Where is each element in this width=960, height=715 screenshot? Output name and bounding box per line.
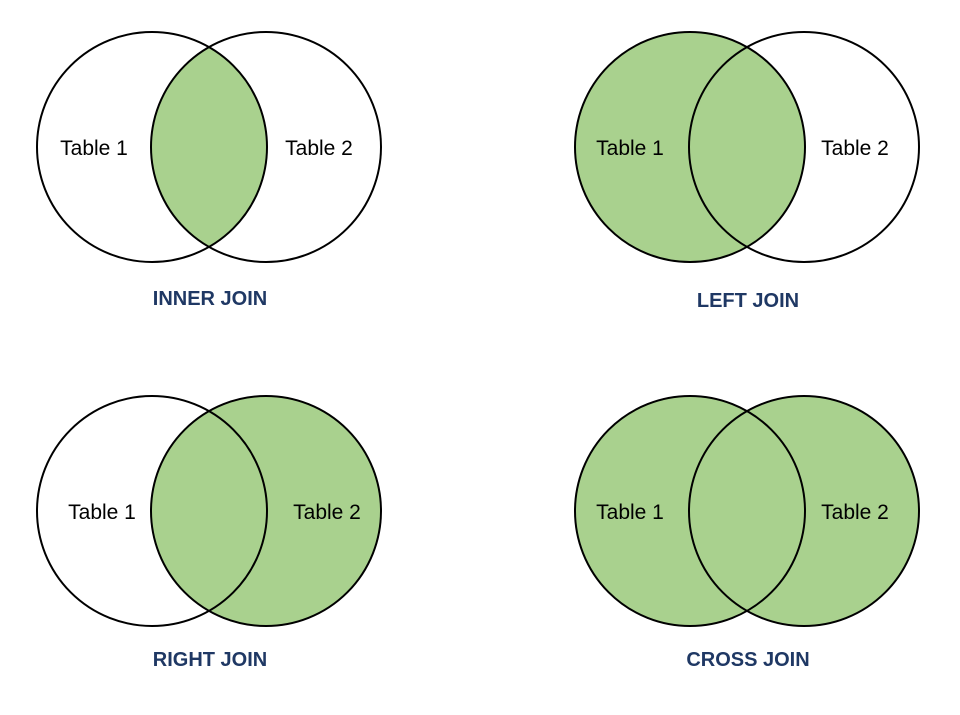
table-1-label: Table 1 (68, 501, 136, 524)
table-2-circle (150, 31, 382, 263)
table-1-label: Table 1 (596, 137, 664, 160)
table-2-circle (688, 31, 920, 263)
table-2-label: Table 2 (821, 501, 889, 524)
venn-svg-right: Table 1 Table 2 (36, 395, 382, 627)
venn-svg-left: Table 1 Table 2 (574, 31, 920, 263)
table-1-circle (574, 395, 806, 627)
caption-inner-join: INNER JOIN (152, 288, 268, 310)
table-1-circle (36, 395, 268, 627)
venn-diagram-left-join: Table 1 Table 2 LEFT JOIN (548, 20, 948, 350)
table-1-circle (574, 31, 806, 263)
table-2-circle (150, 395, 382, 627)
table-2-label: Table 2 (293, 501, 361, 524)
venn-svg-cross: Table 1 Table 2 (574, 395, 920, 627)
table-2-label: Table 2 (821, 137, 889, 160)
caption-right-join: RIGHT JOIN (152, 649, 268, 671)
venn-diagram-cross-join: Table 1 Table 2 CROSS JOIN (548, 385, 948, 715)
venn-diagram-right-join: Table 1 Table 2 RIGHT JOIN (10, 385, 410, 715)
caption-left-join: LEFT JOIN (696, 290, 800, 312)
venn-diagram-inner-join: Table 1 Table 2 INNER JOIN (10, 20, 410, 350)
caption-cross-join: CROSS JOIN (686, 649, 810, 671)
venn-svg-inner: Table 1 Table 2 (36, 31, 382, 263)
table-1-label: Table 1 (596, 501, 664, 524)
table-1-label: Table 1 (60, 137, 128, 160)
table-2-circle (688, 395, 920, 627)
table-1-circle (36, 31, 268, 263)
table-2-label: Table 2 (285, 137, 353, 160)
